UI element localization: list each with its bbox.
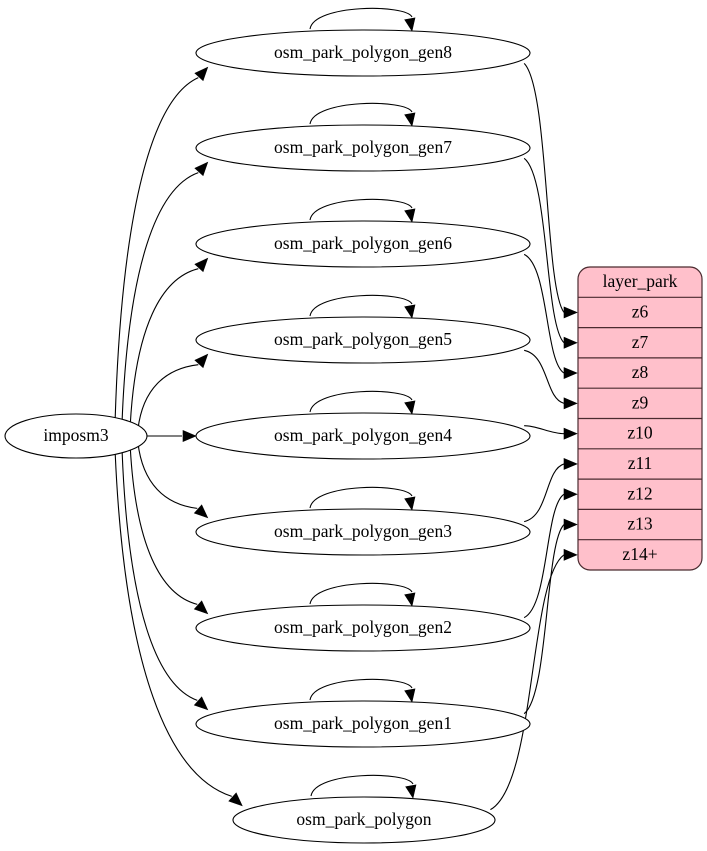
arrow-head-icon [563,336,578,349]
node-label: osm_park_polygon_gen8 [274,42,452,62]
arrow-head-icon [563,367,578,380]
edge-self-loop-gen5 [309,294,416,319]
nodes-layer: imposm3 osm_park_polygon_gen8 osm_park_pol… [4,29,531,844]
edge-imposm3-to-polygon [114,453,243,807]
arrow-head-icon [193,696,209,711]
arrow-head-icon [404,208,416,223]
table-row-label[interactable]: z14+ [622,544,657,564]
edge-gen5-to-z9 [524,349,578,410]
edge-gen8-to-z6 [523,62,578,319]
edge-self-loop-gen4 [309,390,416,415]
node-gen1[interactable]: osm_park_polygon_gen1 [195,700,531,748]
table-row-label[interactable]: z13 [627,514,653,534]
table-row-label[interactable]: z12 [627,483,652,503]
arrow-head-icon [194,66,209,82]
edge-imposm3-to-gen5 [137,353,209,430]
node-polygon[interactable]: osm_park_polygon [232,796,496,844]
arrow-head-icon [405,784,417,799]
arrow-head-icon [194,353,209,369]
node-gen4[interactable]: osm_park_polygon_gen4 [195,412,531,460]
arrow-head-icon [404,496,416,511]
arrow-head-icon [563,306,578,319]
edge-self-loop-gen7 [309,102,416,127]
edge-self-loop-gen8 [309,7,416,32]
node-label: osm_park_polygon_gen3 [274,521,452,541]
edge-gen4-to-z10 [524,425,578,440]
edge-gen7-to-z7 [523,157,578,349]
node-label: imposm3 [43,425,108,445]
arrow-head-icon [193,600,209,615]
node-gen7[interactable]: osm_park_polygon_gen7 [195,124,531,172]
edges-layer [114,7,578,811]
edge-gen3-to-z11 [524,457,578,523]
arrow-head-icon [228,792,243,807]
arrow-head-icon [194,161,209,177]
arrow-head-icon [193,504,209,519]
arrow-head-icon [563,518,578,531]
table-row-label[interactable]: z6 [632,301,649,321]
arrow-head-icon [563,427,578,440]
arrow-head-icon [563,548,578,561]
edge-imposm3-to-gen8 [114,66,209,419]
arrow-head-icon [404,592,416,607]
arrow-head-icon [563,488,578,501]
arrow-head-icon [404,400,416,415]
node-gen2[interactable]: osm_park_polygon_gen2 [195,604,531,652]
node-gen3[interactable]: osm_park_polygon_gen3 [195,508,531,556]
edge-self-loop-gen1 [309,678,416,703]
edge-self-loop-gen3 [309,486,416,511]
arrow-head-icon [182,430,197,442]
node-gen6[interactable]: osm_park_polygon_gen6 [195,220,531,268]
table-row-label[interactable]: z9 [632,392,649,412]
edge-polygon-to-z14+ [490,548,578,811]
edge-imposm3-to-gen6 [129,257,209,425]
arrow-head-icon [404,17,416,32]
table-row-label[interactable]: z8 [632,362,649,382]
edge-imposm3-to-gen1 [121,451,209,711]
edge-gen1-to-z13 [523,518,578,715]
edge-imposm3-to-gen2 [129,447,209,615]
table-row-label[interactable]: z7 [632,332,649,352]
arrow-head-icon [563,457,578,470]
node-label: osm_park_polygon [296,809,431,829]
table-layer-park[interactable]: layer_park z6 z7 z8 z9 z10 z11 z12 z13 z14+ [577,266,703,571]
edge-self-loop-gen6 [309,198,416,223]
node-label: osm_park_polygon_gen6 [274,233,452,253]
arrow-head-icon [194,257,209,273]
arrow-head-icon [404,688,416,703]
table-layer: layer_park z6 z7 z8 z9 z10 z11 z12 z13 z14+ [577,266,703,571]
node-label: osm_park_polygon_gen1 [274,713,452,733]
node-label: osm_park_polygon_gen7 [274,137,452,157]
node-imposm3[interactable]: imposm3 [4,413,148,459]
arrow-head-icon [404,112,416,127]
arrow-head-icon [563,397,578,410]
table-row-label[interactable]: z11 [628,453,653,473]
edge-self-loop-gen2 [309,582,416,607]
edge-gen2-to-z12 [523,488,578,619]
table-header-label: layer_park [603,271,678,291]
node-label: osm_park_polygon_gen4 [274,425,452,445]
arrow-head-icon [404,304,416,319]
node-label: osm_park_polygon_gen5 [274,329,452,349]
node-label: osm_park_polygon_gen2 [274,617,452,637]
edge-gen6-to-z8 [523,253,578,380]
edge-self-loop-polygon [310,774,417,799]
edge-imposm3-to-gen4 [141,430,197,442]
node-gen5[interactable]: osm_park_polygon_gen5 [195,316,531,364]
edge-imposm3-to-gen7 [121,161,209,421]
node-gen8[interactable]: osm_park_polygon_gen8 [195,29,531,77]
edge-imposm3-to-gen3 [137,442,209,519]
table-row-label[interactable]: z10 [627,423,653,443]
